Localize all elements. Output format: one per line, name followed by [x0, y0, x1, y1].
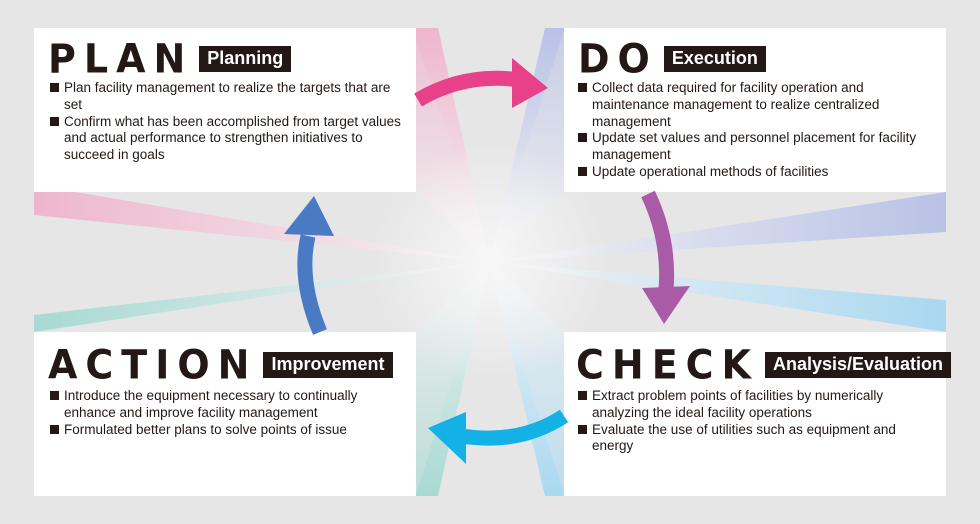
action-card: ACTION Improvement Introduce the equipme…: [34, 332, 416, 496]
do-card: DO Execution Collect data required for f…: [564, 28, 946, 192]
check-list: Extract problem points of facilities by …: [578, 388, 934, 455]
plan-heading: PLAN Planning: [48, 35, 292, 83]
list-item: Update operational methods of facilities: [578, 164, 934, 181]
list-item: Evaluate the use of utilities such as eq…: [578, 422, 934, 456]
check-tag: Analysis/Evaluation: [764, 351, 952, 379]
list-item: Update set values and personnel placemen…: [578, 130, 934, 164]
do-tag: Execution: [663, 45, 766, 73]
do-heading: DO Execution: [578, 35, 766, 83]
plan-tag: Planning: [199, 45, 292, 73]
do-list: Collect data required for facility opera…: [578, 80, 934, 181]
plan-title: PLAN: [48, 35, 194, 83]
check-heading: CHECK Analysis/Evaluation: [576, 341, 952, 389]
plan-card: PLAN Planning Plan facility management t…: [34, 28, 416, 192]
list-item: Collect data required for facility opera…: [578, 80, 934, 130]
action-heading: ACTION Improvement: [48, 341, 393, 389]
list-item: Introduce the equipment necessary to con…: [50, 388, 402, 422]
list-item: Plan facility management to realize the …: [50, 80, 402, 114]
action-list: Introduce the equipment necessary to con…: [50, 388, 402, 438]
do-title: DO: [578, 35, 658, 83]
action-title: ACTION: [48, 341, 258, 389]
list-item: Extract problem points of facilities by …: [578, 388, 934, 422]
list-item: Confirm what has been accomplished from …: [50, 114, 402, 164]
list-item: Formulated better plans to solve points …: [50, 422, 402, 439]
check-title: CHECK: [576, 341, 759, 389]
check-card: CHECK Analysis/Evaluation Extract proble…: [564, 332, 952, 496]
center-glow: [370, 142, 610, 382]
action-tag: Improvement: [263, 351, 393, 379]
plan-list: Plan facility management to realize the …: [50, 80, 402, 164]
